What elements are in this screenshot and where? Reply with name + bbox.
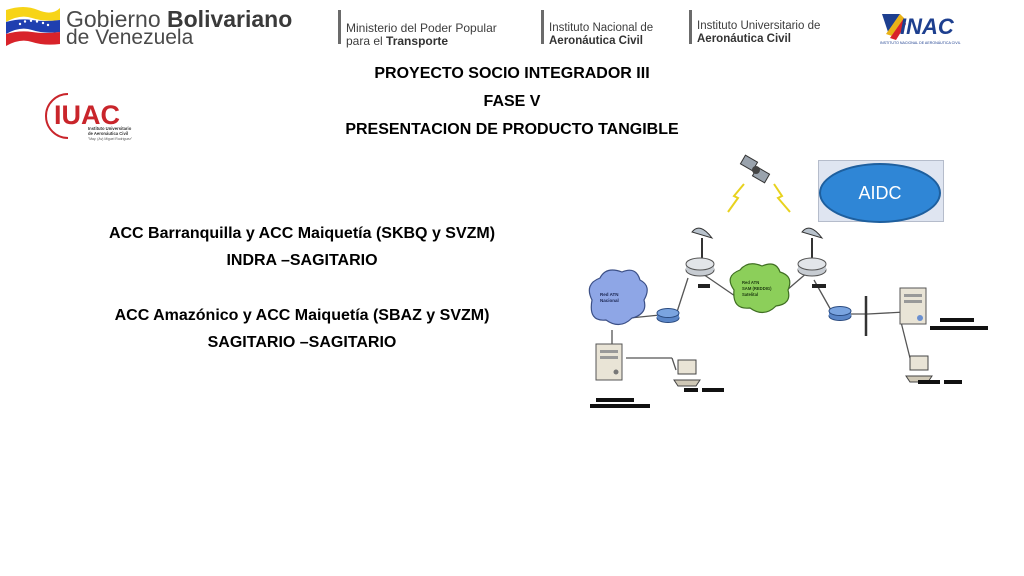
iuac-caption-line2: de Aeronáutica Civil	[88, 131, 128, 136]
signal-bolt-icon	[727, 183, 745, 213]
iuac-text-line1: Instituto Universitario de	[697, 20, 821, 32]
acc-block-2-line2: SAGITARIO –SAGITARIO	[207, 334, 397, 351]
satellite-dish-icon	[801, 227, 824, 262]
inac-logo: INAC INSTITUTO NACIONAL DE AERONÁUTICA C…	[880, 14, 961, 45]
server-icon	[899, 287, 927, 325]
signal-bolt-icon	[773, 183, 791, 213]
device-label-bars	[590, 318, 988, 408]
satellite-icon	[739, 154, 771, 184]
slide-titles: PROYECTO SOCIO INTEGRADOR III FASE V PRE…	[262, 60, 762, 144]
inac-text-line2: Aeronáutica Civil	[549, 35, 643, 47]
inac-logo-caption: INSTITUTO NACIONAL DE AERONÁUTICA CIVIL	[880, 41, 961, 45]
satellite-dish-icon	[691, 227, 714, 262]
gobierno-line2: de Venezuela	[66, 26, 194, 49]
iuac-logo-text: IUAC	[54, 100, 120, 130]
cloud-center-line3: Satelital	[742, 292, 758, 297]
acc-block-2-line1: ACC Amazónico y ACC Maiquetía (SBAZ y SV…	[114, 307, 490, 324]
iuac-text: Instituto Universitario de Aeronáutica C…	[697, 20, 820, 46]
title-line1: PROYECTO SOCIO INTEGRADOR III	[374, 65, 650, 82]
bolivariano-word: Bolivariano	[167, 6, 293, 32]
ministerio-line1: Ministerio del Poder Popular	[346, 21, 497, 35]
ministerio-text: Ministerio del Poder Popular para el Tra…	[346, 22, 497, 48]
ministerio-line2: para el Transporte	[346, 35, 497, 48]
cloud-left-line2: Nacional	[600, 298, 619, 303]
header-separator	[541, 10, 544, 44]
cloud-center-line2: SAM (REDDIG)	[742, 286, 772, 291]
gobierno-line1: Gobierno Bolivariano	[66, 8, 292, 31]
title-line3: PRESENTACION DE PRODUCTO TANGIBLE	[345, 121, 679, 138]
iuac-caption-line1: Instituto Universitario	[88, 126, 132, 131]
device-label-bar	[812, 284, 826, 288]
atn-sam-cloud: Red ATN SAM (REDDIG) Satelital	[729, 263, 791, 314]
venezuela-flag-logo	[6, 7, 60, 46]
iuac-text-line2: Aeronáutica Civil	[697, 33, 791, 45]
router-icon	[828, 306, 852, 321]
acc-block-1: ACC Barranquilla y ACC Maiquetía (SKBQ y…	[44, 220, 560, 274]
workstation-icon	[673, 359, 701, 387]
network-diagram: Red ATN Nacional Red ATN SAM (REDDIG) Sa…	[588, 154, 988, 408]
ministerio-line2-a: para el	[346, 34, 383, 48]
acc-block-1-line2: INDRA –SAGITARIO	[226, 252, 378, 269]
acc-block-1-line1: ACC Barranquilla y ACC Maiquetía (SKBQ y…	[108, 225, 496, 242]
cloud-left-line1: Red ATN	[600, 292, 619, 297]
header-separator	[689, 10, 692, 44]
device-label-bar	[698, 284, 710, 288]
ministerio-line2-b: Transporte	[386, 34, 449, 48]
inac-logo-text: INAC	[900, 14, 955, 39]
inac-text-line1: Instituto Nacional de	[549, 22, 654, 34]
aidc-oval: AIDC	[819, 163, 941, 223]
router-icon	[797, 257, 827, 277]
atn-national-cloud: Red ATN Nacional	[588, 269, 648, 326]
inac-text: Instituto Nacional de Aeronáutica Civil	[549, 22, 653, 48]
router-icon	[656, 308, 680, 323]
server-icon	[595, 343, 623, 381]
router-icon	[685, 257, 715, 277]
title-line2: FASE V	[483, 93, 541, 110]
header-banner: Gobierno Bolivariano de Venezuela Minist…	[0, 0, 1024, 52]
acc-block-2: ACC Amazónico y ACC Maiquetía (SBAZ y SV…	[44, 302, 560, 356]
iuac-logo: IUAC Instituto Universitario de Aeronáut…	[45, 90, 133, 142]
aidc-label: AIDC	[858, 182, 902, 203]
iuac-motto: "May. (Av) Miguel Rodríguez"	[88, 137, 133, 141]
workstation-icon	[905, 355, 933, 383]
gobierno-word: Gobierno	[66, 6, 161, 32]
cloud-center-line1: Red ATN	[742, 280, 759, 285]
header-separator	[338, 10, 341, 44]
